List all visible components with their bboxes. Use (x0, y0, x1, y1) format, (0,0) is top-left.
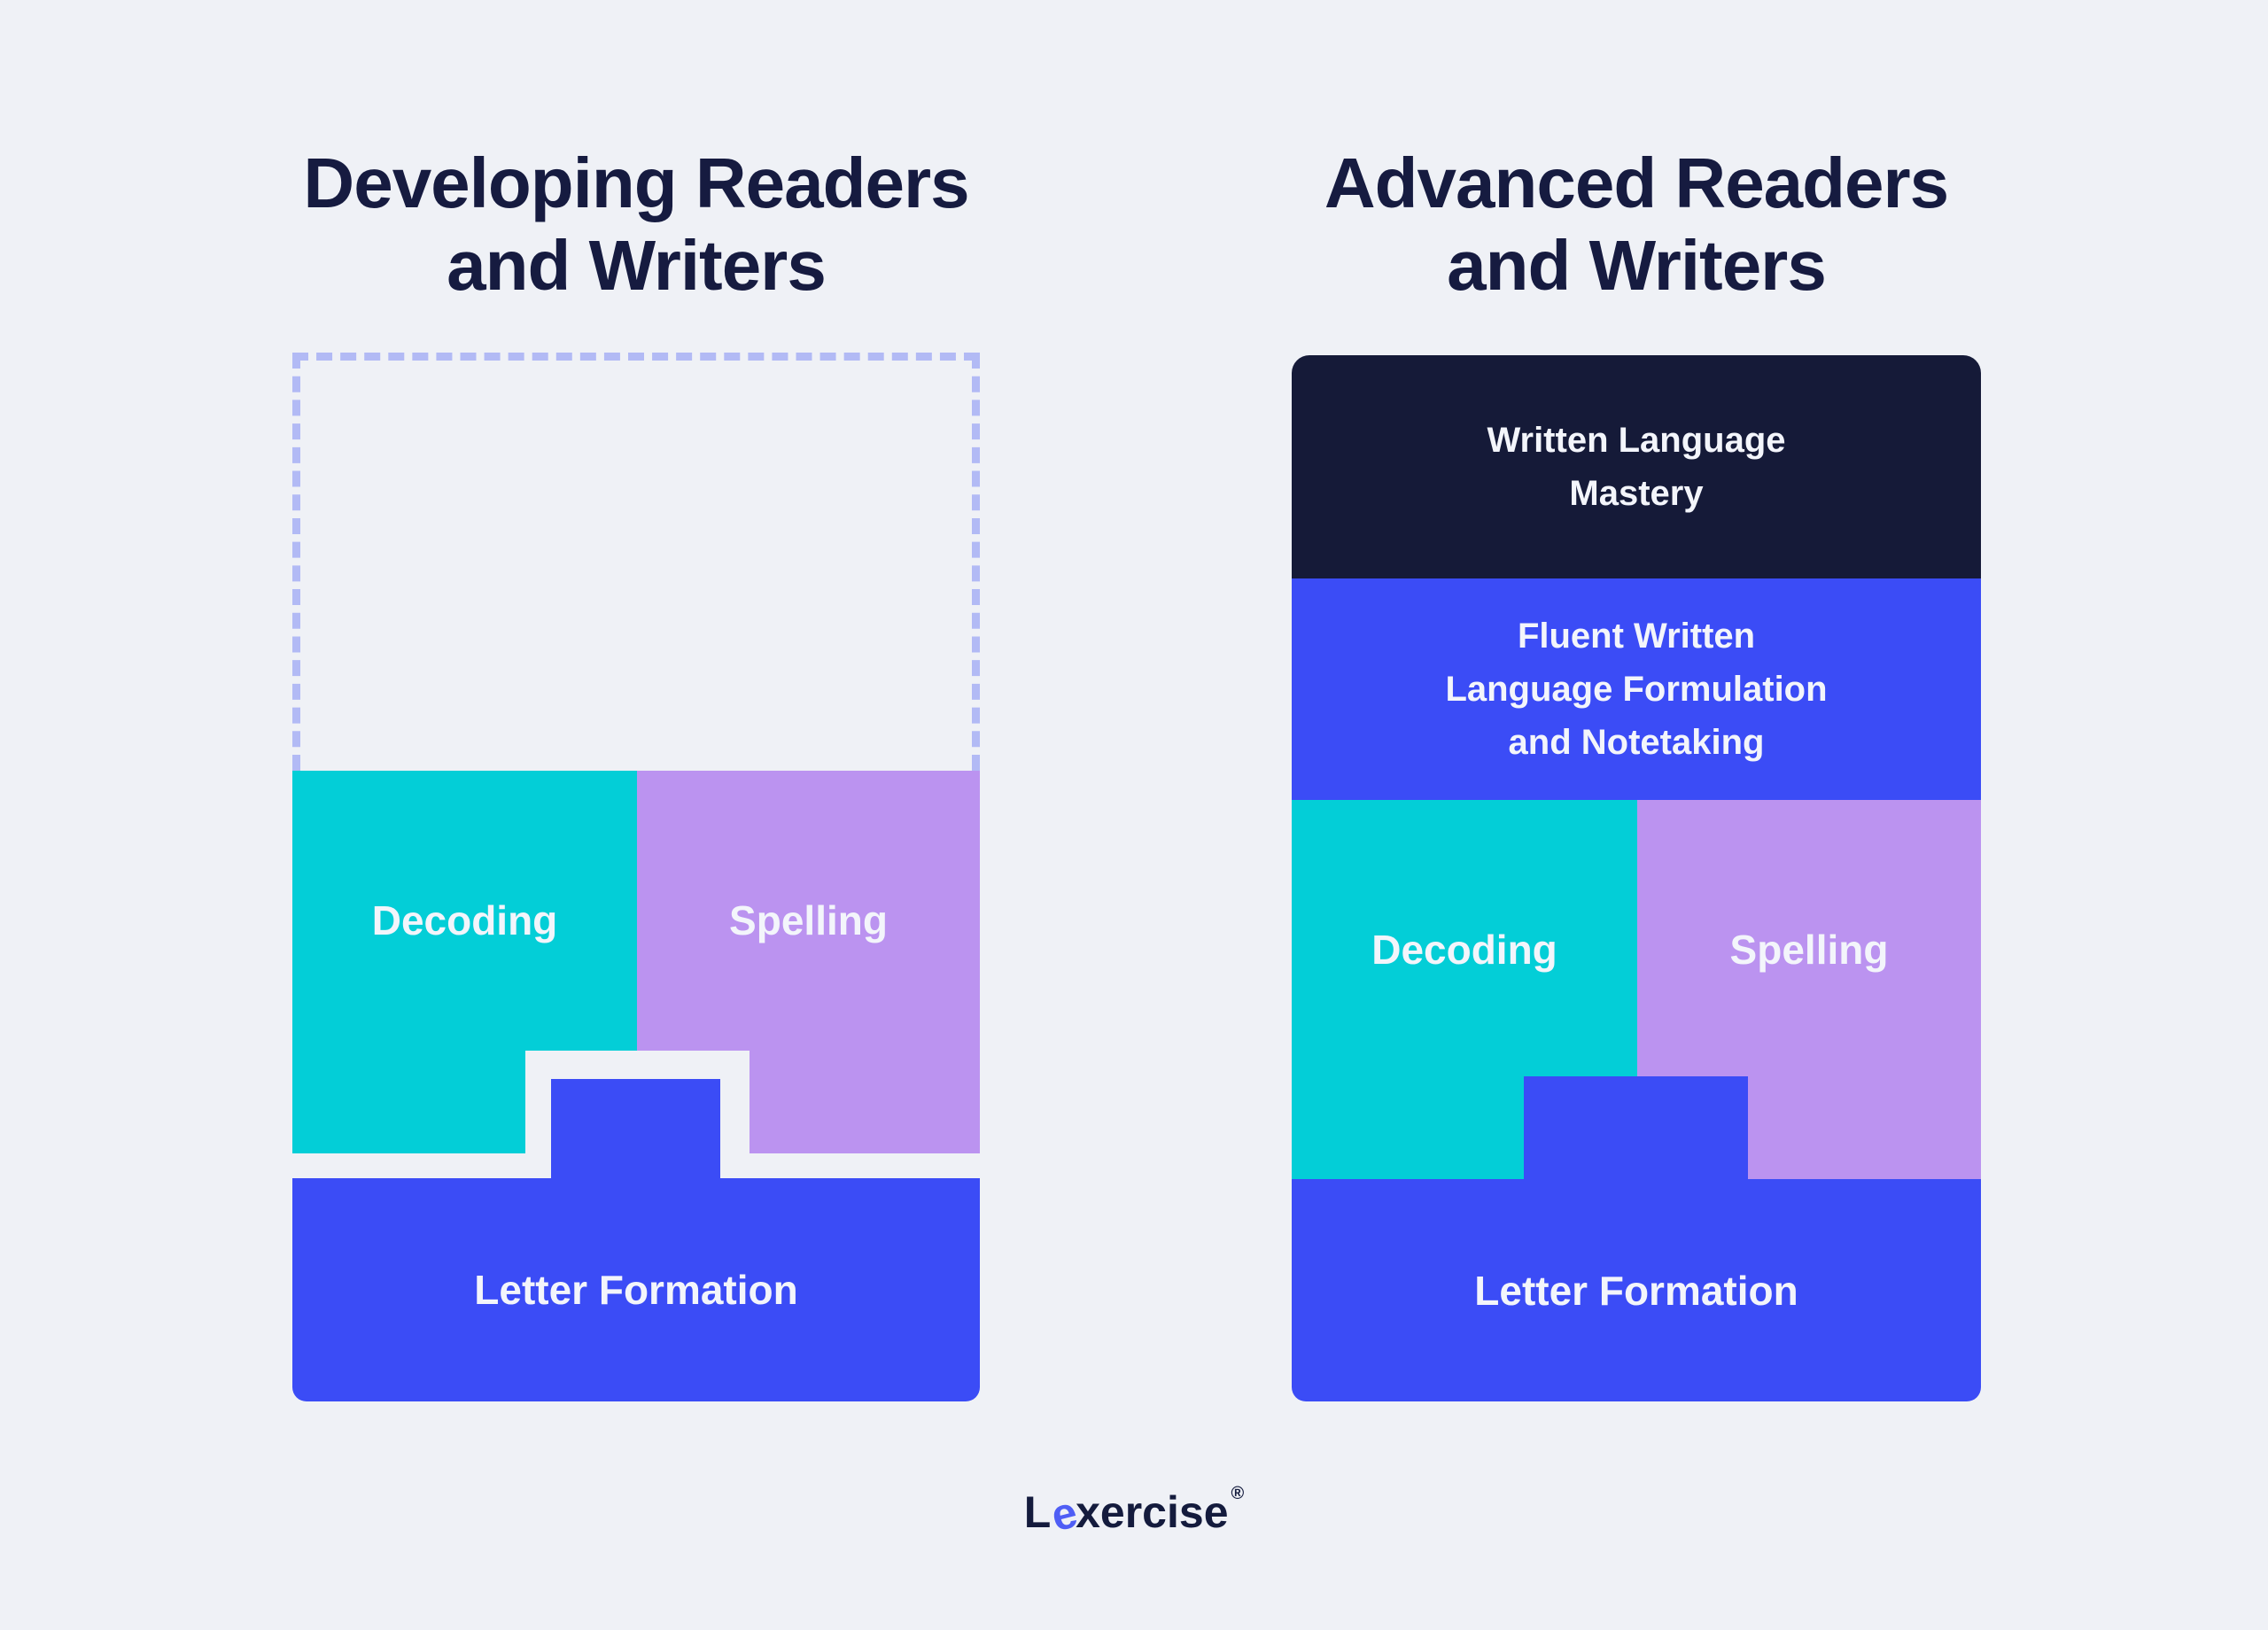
letter-formation-block: Letter Formation (1292, 1179, 1981, 1401)
mastery-line-2: Mastery (1569, 474, 1704, 513)
written-language-mastery-block: Written Language Mastery (1292, 355, 1981, 578)
mastery-line-1: Written Language (1487, 421, 1786, 460)
letter-formation-block: Letter Formation (292, 1178, 980, 1401)
letter-formation-tab (1524, 1076, 1748, 1187)
fluent-written-language-block: Fluent Written Language Formulation and … (1292, 578, 1981, 800)
decoding-label: Decoding (371, 897, 558, 943)
fluent-line-3: and Notetaking (1508, 723, 1765, 762)
logo-wordmark-rest: xercise (1076, 1487, 1229, 1537)
registered-trademark-icon: ® (1231, 1484, 1245, 1503)
developing-readers-title: Developing Readers and Writers (105, 142, 1168, 307)
spelling-label: Spelling (1729, 927, 1889, 973)
title-line-2: and Writers (447, 226, 827, 305)
letter-formation-label: Letter Formation (1474, 1267, 1798, 1314)
advanced-readers-panel: Advanced Readers and Writers Written Lan… (1292, 0, 1981, 1453)
developing-readers-panel: Developing Readers and Writers Decoding … (292, 0, 980, 1453)
logo-letter-l: L (1023, 1487, 1052, 1537)
title-line-1: Developing Readers (303, 144, 969, 222)
title-line-1: Advanced Readers (1324, 144, 1949, 222)
fluent-line-1: Fluent Written (1517, 617, 1756, 656)
decoding-block: Decoding (292, 771, 637, 1153)
letter-formation-label: Letter Formation (474, 1267, 798, 1313)
decoding-label: Decoding (1371, 927, 1557, 973)
advanced-readers-title: Advanced Readers and Writers (1105, 142, 2168, 307)
letter-formation-tab (551, 1079, 720, 1187)
fluent-line-2: Language Formulation (1445, 670, 1828, 709)
spelling-label: Spelling (729, 897, 888, 943)
title-line-2: and Writers (1447, 226, 1827, 305)
missing-skills-placeholder-outline (292, 353, 980, 771)
